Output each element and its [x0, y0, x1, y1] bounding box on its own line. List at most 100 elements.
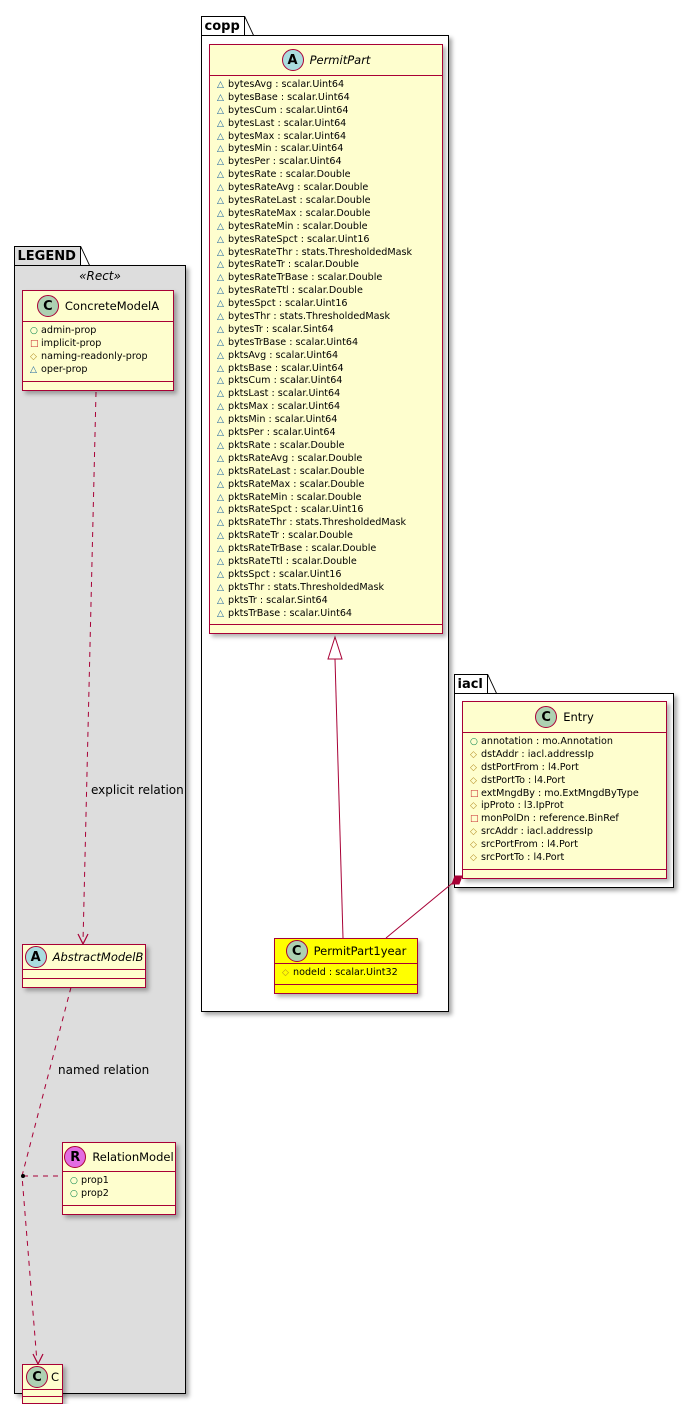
private-visibility-icon: □ — [470, 788, 479, 799]
class-header: A PermitPart — [210, 45, 442, 76]
protected-visibility-icon: ◇ — [470, 762, 477, 773]
abstract-badge-icon: A — [24, 946, 47, 968]
class-badge-icon: C — [36, 295, 59, 317]
composition-diamond — [451, 875, 463, 885]
attribute-text: pktsMax : scalar.Uint64 — [228, 401, 341, 413]
package-visibility-icon: △ — [217, 183, 224, 194]
private-visibility-icon: □ — [470, 814, 479, 825]
attribute-row: △bytesRateAvg : scalar.Double — [217, 182, 437, 195]
attribute-row: ◇dstPortTo : l4.Port — [470, 775, 661, 788]
package-visibility-icon: △ — [217, 234, 224, 245]
attribute-row: ◇naming-readonly-prop — [30, 351, 168, 364]
attribute-row: △pktsRateMin : scalar.Double — [217, 492, 437, 505]
package-visibility-icon: △ — [217, 415, 224, 426]
package-visibility-icon: △ — [217, 221, 224, 232]
attribute-row: △pktsRateAvg : scalar.Double — [217, 453, 437, 466]
attribute-row: △pktsThr : stats.ThresholdedMask — [217, 582, 437, 595]
relation-badge-icon: R — [64, 1146, 87, 1168]
attribute-row: ◇dstPortFrom : l4.Port — [470, 762, 661, 775]
package-visibility-icon: △ — [217, 466, 224, 477]
class-relation-model[interactable]: R RelationModel ○prop1○prop2 — [62, 1142, 176, 1215]
method-compartment — [23, 1397, 62, 1403]
attribute-text: bytesThr : stats.ThresholdedMask — [228, 311, 391, 323]
legend-stereotype: «Rect» — [79, 269, 121, 283]
class-permit-part-1year[interactable]: C PermitPart1year ◇nodeId : scalar.Uint3… — [274, 938, 418, 994]
attribute-text: nodeId : scalar.Uint32 — [293, 967, 398, 978]
attribute-list: △ bytesAvg : scalar.Uint64 △bytesBase : sc… — [210, 76, 442, 626]
package-visibility-icon: △ — [217, 286, 224, 297]
attribute-row: △bytesRateThr : stats.ThresholdedMask — [217, 247, 437, 260]
package-visibility-icon: △ — [217, 556, 224, 567]
package-visibility-icon: △ — [217, 505, 224, 516]
method-compartment — [23, 382, 173, 390]
class-permit-part[interactable]: A PermitPart △bytesAvg : scalar.Uint64△b… — [209, 44, 443, 635]
attribute-text: pktsRate : scalar.Double — [228, 439, 345, 451]
package-visibility-icon: △ — [217, 582, 224, 593]
attribute-text: bytesPer : scalar.Uint64 — [228, 156, 342, 168]
attribute-list: ◇nodeId : scalar.Uint32 — [275, 964, 417, 985]
class-badge-icon: C — [535, 706, 558, 728]
attribute-row: △oper-prop — [30, 364, 168, 377]
package-visibility-icon: △ — [217, 105, 224, 116]
attribute-text: pktsRateThr : stats.ThresholdedMask — [228, 517, 407, 529]
attribute-text: pktsCum : scalar.Uint64 — [228, 375, 343, 387]
copp-package-tab: copp — [200, 16, 245, 35]
attribute-row: △pktsMin : scalar.Uint64 — [217, 414, 437, 427]
class-concrete-model-a[interactable]: C ConcreteModelA ○admin-prop□implicit-pr… — [22, 290, 174, 391]
package-visibility-icon: △ — [217, 118, 224, 129]
class-entry[interactable]: C Entry ○annotation : mo.Annotation◇dstA… — [462, 701, 667, 879]
attribute-row: ◇nodeId : scalar.Uint32 — [282, 967, 412, 980]
attribute-row: △pktsRateMax : scalar.Double — [217, 479, 437, 492]
package-visibility-icon: △ — [217, 273, 224, 284]
attribute-text: annotation : mo.Annotation — [481, 736, 613, 747]
attribute-text: pktsSpct : scalar.Uint16 — [228, 568, 342, 580]
attribute-text: implicit-prop — [41, 337, 102, 349]
attribute-text: bytesAvg : scalar.Uint64 — [228, 79, 345, 90]
package-visibility-icon: △ — [217, 428, 224, 439]
attribute-row: △bytesRateTtl : scalar.Double — [217, 285, 437, 298]
package-visibility-icon: △ — [217, 363, 224, 374]
explicit-relation-line — [82, 391, 97, 943]
attribute-row: □monPolDn : reference.BinRef — [470, 813, 661, 826]
attribute-text: bytesTrBase : scalar.Uint64 — [228, 336, 359, 348]
attribute-row: ◇dstAddr : iacl.addressIp — [470, 749, 661, 762]
package-visibility-icon: △ — [217, 260, 224, 271]
attribute-text: pktsRateMax : scalar.Double — [228, 478, 365, 490]
class-badge-icon: C — [285, 940, 308, 962]
attribute-text: pktsRateTrBase : scalar.Double — [228, 543, 377, 555]
class-header: C PermitPart1year — [275, 939, 417, 964]
method-compartment — [63, 1206, 175, 1214]
attribute-text: bytesRateTr : scalar.Double — [228, 259, 359, 271]
class-c[interactable]: C C — [22, 1364, 63, 1404]
package-visibility-icon: △ — [217, 440, 224, 451]
attribute-row: △bytesRateSpct : scalar.Uint16 — [217, 234, 437, 247]
attribute-row: ○prop1 — [70, 1175, 170, 1188]
class-name: AbstractModelB — [52, 950, 144, 964]
attribute-row: △bytesRateLast : scalar.Double — [217, 195, 437, 208]
attribute-row: △bytesTr : scalar.Sint64 — [217, 324, 437, 337]
package-visibility-icon: △ — [217, 196, 224, 207]
package-visibility-icon: △ — [217, 518, 224, 529]
public-visibility-icon: ○ — [70, 1176, 78, 1186]
package-visibility-icon: △ — [217, 312, 224, 323]
iacl-package-tab: iacl — [453, 674, 488, 693]
attribute-row: △bytesBase : scalar.Uint64 — [217, 92, 437, 105]
package-visibility-icon: △ — [217, 453, 224, 464]
attribute-row: △bytesRateMax : scalar.Double — [217, 208, 437, 221]
attribute-row: △bytesLast : scalar.Uint64 — [217, 118, 437, 131]
legend-package-tab: LEGEND — [13, 246, 81, 265]
private-visibility-icon: □ — [30, 338, 39, 349]
class-abstract-model-b[interactable]: A AbstractModelB — [22, 944, 146, 988]
method-compartment — [23, 979, 145, 987]
named-relation-arrowhead — [32, 1353, 44, 1366]
package-visibility-icon: △ — [217, 595, 224, 606]
attribute-text: pktsRateMin : scalar.Double — [228, 491, 362, 503]
package-visibility-icon: △ — [30, 364, 37, 375]
abstract-badge-icon: A — [281, 49, 304, 71]
package-visibility-icon: △ — [217, 389, 224, 400]
package-visibility-icon: △ — [217, 569, 224, 580]
package-visibility-icon: △ — [217, 247, 224, 258]
class-name: ConcreteModelA — [64, 299, 160, 313]
attribute-row: △ bytesRateTr : scalar.Double — [217, 259, 437, 272]
